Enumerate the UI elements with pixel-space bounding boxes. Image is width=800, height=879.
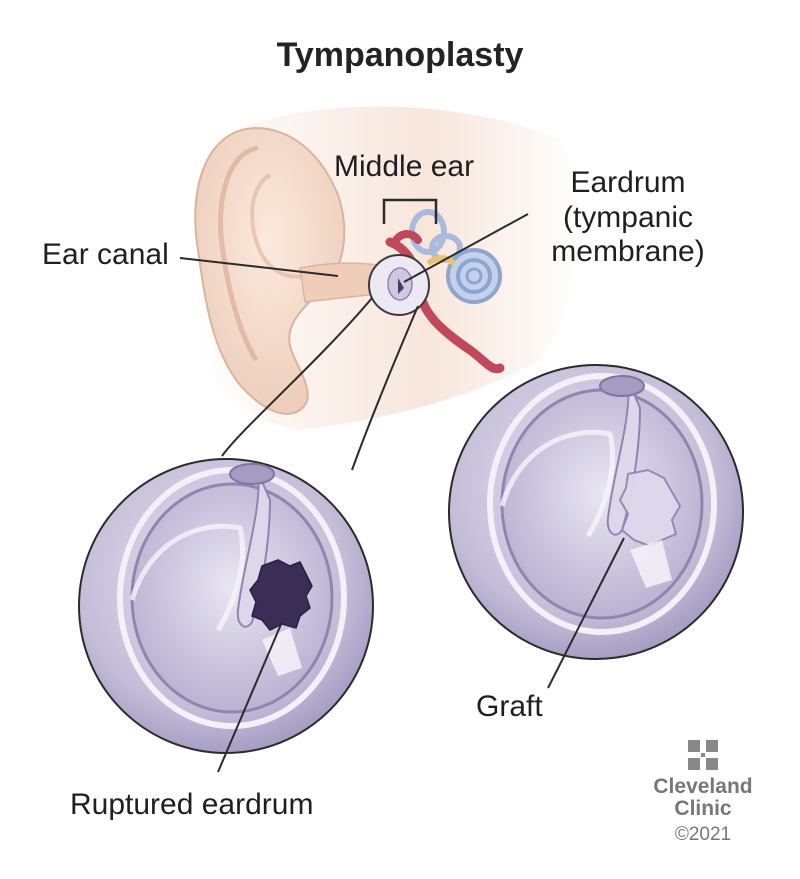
eardrum-label-line3: membrane)	[551, 235, 705, 268]
graft-label: Graft	[476, 690, 543, 723]
eardrum-label-line1: Eardrum	[570, 166, 686, 199]
zoom-connector-right	[351, 305, 419, 471]
graft-leader	[547, 537, 625, 689]
cleveland-clinic-logo: Cleveland Clinic ©2021	[648, 740, 758, 846]
zoom-connector-left	[221, 297, 373, 457]
eardrum-label: Eardrum (tympanic membrane)	[540, 166, 716, 270]
middle-ear-label: Middle ear	[334, 150, 475, 183]
copyright: ©2021	[674, 824, 732, 846]
logo-line2: Clinic	[674, 797, 732, 821]
ear-canal-leader	[179, 257, 339, 277]
page-title: Tympanoplasty	[276, 36, 524, 74]
cleveland-clinic-mark-icon	[688, 740, 718, 770]
graft-view	[448, 364, 744, 660]
ruptured-eardrum-label: Ruptured eardrum	[70, 788, 314, 821]
ruptured-eardrum-view	[78, 458, 374, 754]
ear-canal-label: Ear canal	[42, 238, 169, 271]
outer-ear	[194, 126, 346, 415]
perforation	[249, 559, 313, 631]
ruptured-leader	[217, 621, 283, 773]
middle-ear-bracket	[382, 198, 438, 224]
eardrum-leader	[403, 213, 529, 283]
eardrum-label-line2: (tympanic	[562, 200, 694, 234]
logo-line1: Cleveland	[653, 775, 753, 798]
